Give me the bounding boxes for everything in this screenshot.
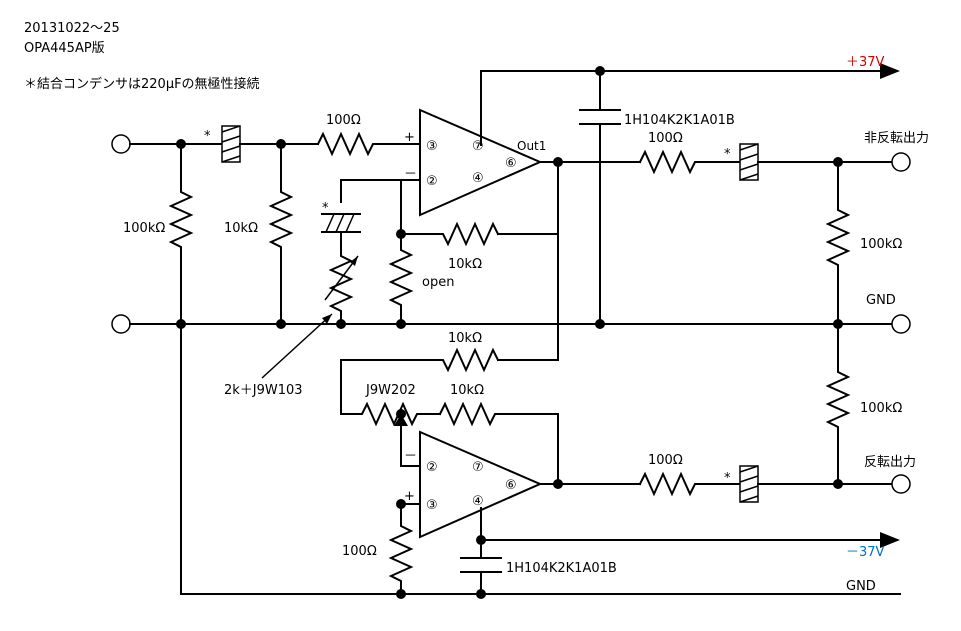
label-gnd-mid: GND bbox=[866, 293, 896, 308]
wire-negative-rail bbox=[480, 507, 881, 541]
node-dot bbox=[396, 499, 406, 509]
node-dot bbox=[476, 589, 486, 599]
node-dot bbox=[336, 319, 346, 329]
wire-positive-rail bbox=[480, 70, 881, 146]
resistor-100-input bbox=[316, 131, 421, 157]
leader-trimmer-upper-arrowhead bbox=[322, 314, 332, 324]
input-terminal-ground[interactable] bbox=[111, 314, 131, 334]
resistor-open bbox=[388, 179, 414, 325]
label-r-out-top: 100Ω bbox=[648, 131, 683, 146]
label-r-in-top: 100Ω bbox=[326, 113, 361, 128]
resistor-10k-input-shunt bbox=[268, 143, 294, 325]
node-dot bbox=[396, 319, 406, 329]
version-label: OPA445AP版 bbox=[24, 41, 105, 56]
label-bypass-cap-top: 1H104K2K1A01B bbox=[624, 113, 735, 128]
trimmer-upper bbox=[328, 231, 354, 325]
pin-plus-lower: + bbox=[404, 489, 415, 504]
node-dot bbox=[595, 66, 605, 76]
pin3-lower: ③ bbox=[426, 498, 438, 513]
pin-minus-upper: － bbox=[404, 167, 417, 182]
pin6-upper: ⑥ bbox=[505, 156, 517, 171]
node-dot bbox=[553, 157, 563, 167]
trimmer-lower-wiper bbox=[394, 414, 408, 426]
node-dot bbox=[176, 139, 186, 149]
pin4-lower: ④ bbox=[472, 494, 484, 509]
label-out-noninv: 非反転出力 bbox=[864, 131, 929, 146]
trimmer-lower bbox=[340, 401, 441, 427]
resistor-100k-output-shunt-top bbox=[825, 161, 851, 325]
node-dot bbox=[595, 319, 605, 329]
label-r-open: open bbox=[422, 275, 454, 290]
node-dot bbox=[276, 139, 286, 149]
label-out-inv: 反転出力 bbox=[864, 455, 916, 470]
node-dot bbox=[833, 157, 843, 167]
label-r-out-shunt-top: 100kΩ bbox=[860, 237, 902, 252]
label-r-out-shunt-bottom: 100kΩ bbox=[860, 401, 902, 416]
node-dot bbox=[396, 229, 406, 239]
date-label: 20131022〜25 bbox=[24, 21, 120, 36]
label-r-inv-in: 10kΩ bbox=[448, 331, 482, 346]
label-r-in-shunt2: 10kΩ bbox=[224, 221, 258, 236]
label-out1: Out1 bbox=[517, 139, 546, 153]
resistor-10k-feedback-lower bbox=[438, 401, 559, 485]
output-terminal-noninverting[interactable] bbox=[891, 152, 911, 172]
resistor-100-output-top bbox=[638, 149, 741, 175]
label-trimmer-upper: 2k＋J9W103 bbox=[224, 383, 303, 398]
pin4-upper: ④ bbox=[472, 171, 484, 186]
arrow-positive-rail bbox=[880, 63, 900, 79]
output-coupling-capacitor-top: * bbox=[724, 143, 759, 181]
resistor-100-output-bottom bbox=[638, 471, 741, 497]
label-r-plus-ground: 100Ω bbox=[342, 544, 377, 559]
label-r-out-bottom: 100Ω bbox=[648, 453, 683, 468]
leader-trimmer-upper bbox=[261, 313, 333, 379]
label-r-inv-fb: 10kΩ bbox=[450, 383, 484, 398]
output-terminal-ground[interactable] bbox=[891, 314, 911, 334]
node-dot bbox=[276, 319, 286, 329]
wire-out1-to-inverter bbox=[497, 233, 559, 361]
pin-minus-lower: － bbox=[404, 449, 417, 464]
node-dot bbox=[476, 535, 486, 545]
pin3-upper: ③ bbox=[426, 139, 438, 154]
out-cap-bottom-star: * bbox=[724, 471, 731, 486]
output-coupling-capacitor-bottom: * bbox=[724, 465, 759, 503]
output-terminal-inverting[interactable] bbox=[891, 474, 911, 494]
pin6-lower: ⑥ bbox=[505, 478, 517, 493]
resistor-100-plus-ground bbox=[388, 503, 421, 595]
label-negative-rail: －37V bbox=[846, 545, 885, 560]
pin7-lower: ⑦ bbox=[472, 460, 484, 475]
wire-inverting-input-lower bbox=[400, 425, 421, 467]
label-positive-rail: ＋37V bbox=[846, 55, 885, 70]
coupling-cap-note: ＊結合コンデンサは220μFの無極性接続 bbox=[24, 76, 260, 92]
node-dot bbox=[396, 589, 406, 599]
pin7-upper: ⑦ bbox=[472, 139, 484, 154]
label-trimmer-lower: J9W202 bbox=[365, 383, 416, 398]
pin2-lower: ② bbox=[426, 460, 438, 475]
resistor-10k-inverter-input bbox=[340, 347, 500, 415]
trimmer-branch-capacitor: * bbox=[321, 201, 361, 233]
resistor-100k-output-shunt-bottom bbox=[825, 323, 851, 485]
arrow-negative-rail bbox=[880, 532, 900, 548]
node-dot bbox=[833, 479, 843, 489]
pin2-upper: ② bbox=[426, 174, 438, 189]
bypass-capacitor-top bbox=[579, 109, 621, 125]
input-cap-star: * bbox=[204, 129, 211, 144]
label-r-fb-upper: 10kΩ bbox=[448, 257, 482, 272]
node-dot bbox=[396, 409, 406, 419]
label-r-in-shunt1: 100kΩ bbox=[123, 221, 165, 236]
label-gnd-bottom: GND bbox=[846, 579, 876, 594]
bypass-capacitor-bottom bbox=[460, 557, 502, 573]
label-bypass-cap-bottom: 1H104K2K1A01B bbox=[506, 561, 617, 576]
resistor-100k-input-shunt bbox=[168, 143, 194, 325]
out-cap-top-star: * bbox=[724, 147, 731, 162]
trimmer-cap-star: * bbox=[322, 201, 329, 216]
resistor-10k-feedback-upper bbox=[400, 221, 500, 247]
wire-ground-bottom bbox=[180, 323, 901, 595]
input-terminal-signal[interactable] bbox=[111, 134, 131, 154]
trimmer-upper-arrowhead bbox=[350, 256, 358, 266]
wire-inverting-input-upper bbox=[340, 179, 421, 203]
node-dot bbox=[553, 479, 563, 489]
pin-plus-upper: + bbox=[404, 130, 415, 145]
